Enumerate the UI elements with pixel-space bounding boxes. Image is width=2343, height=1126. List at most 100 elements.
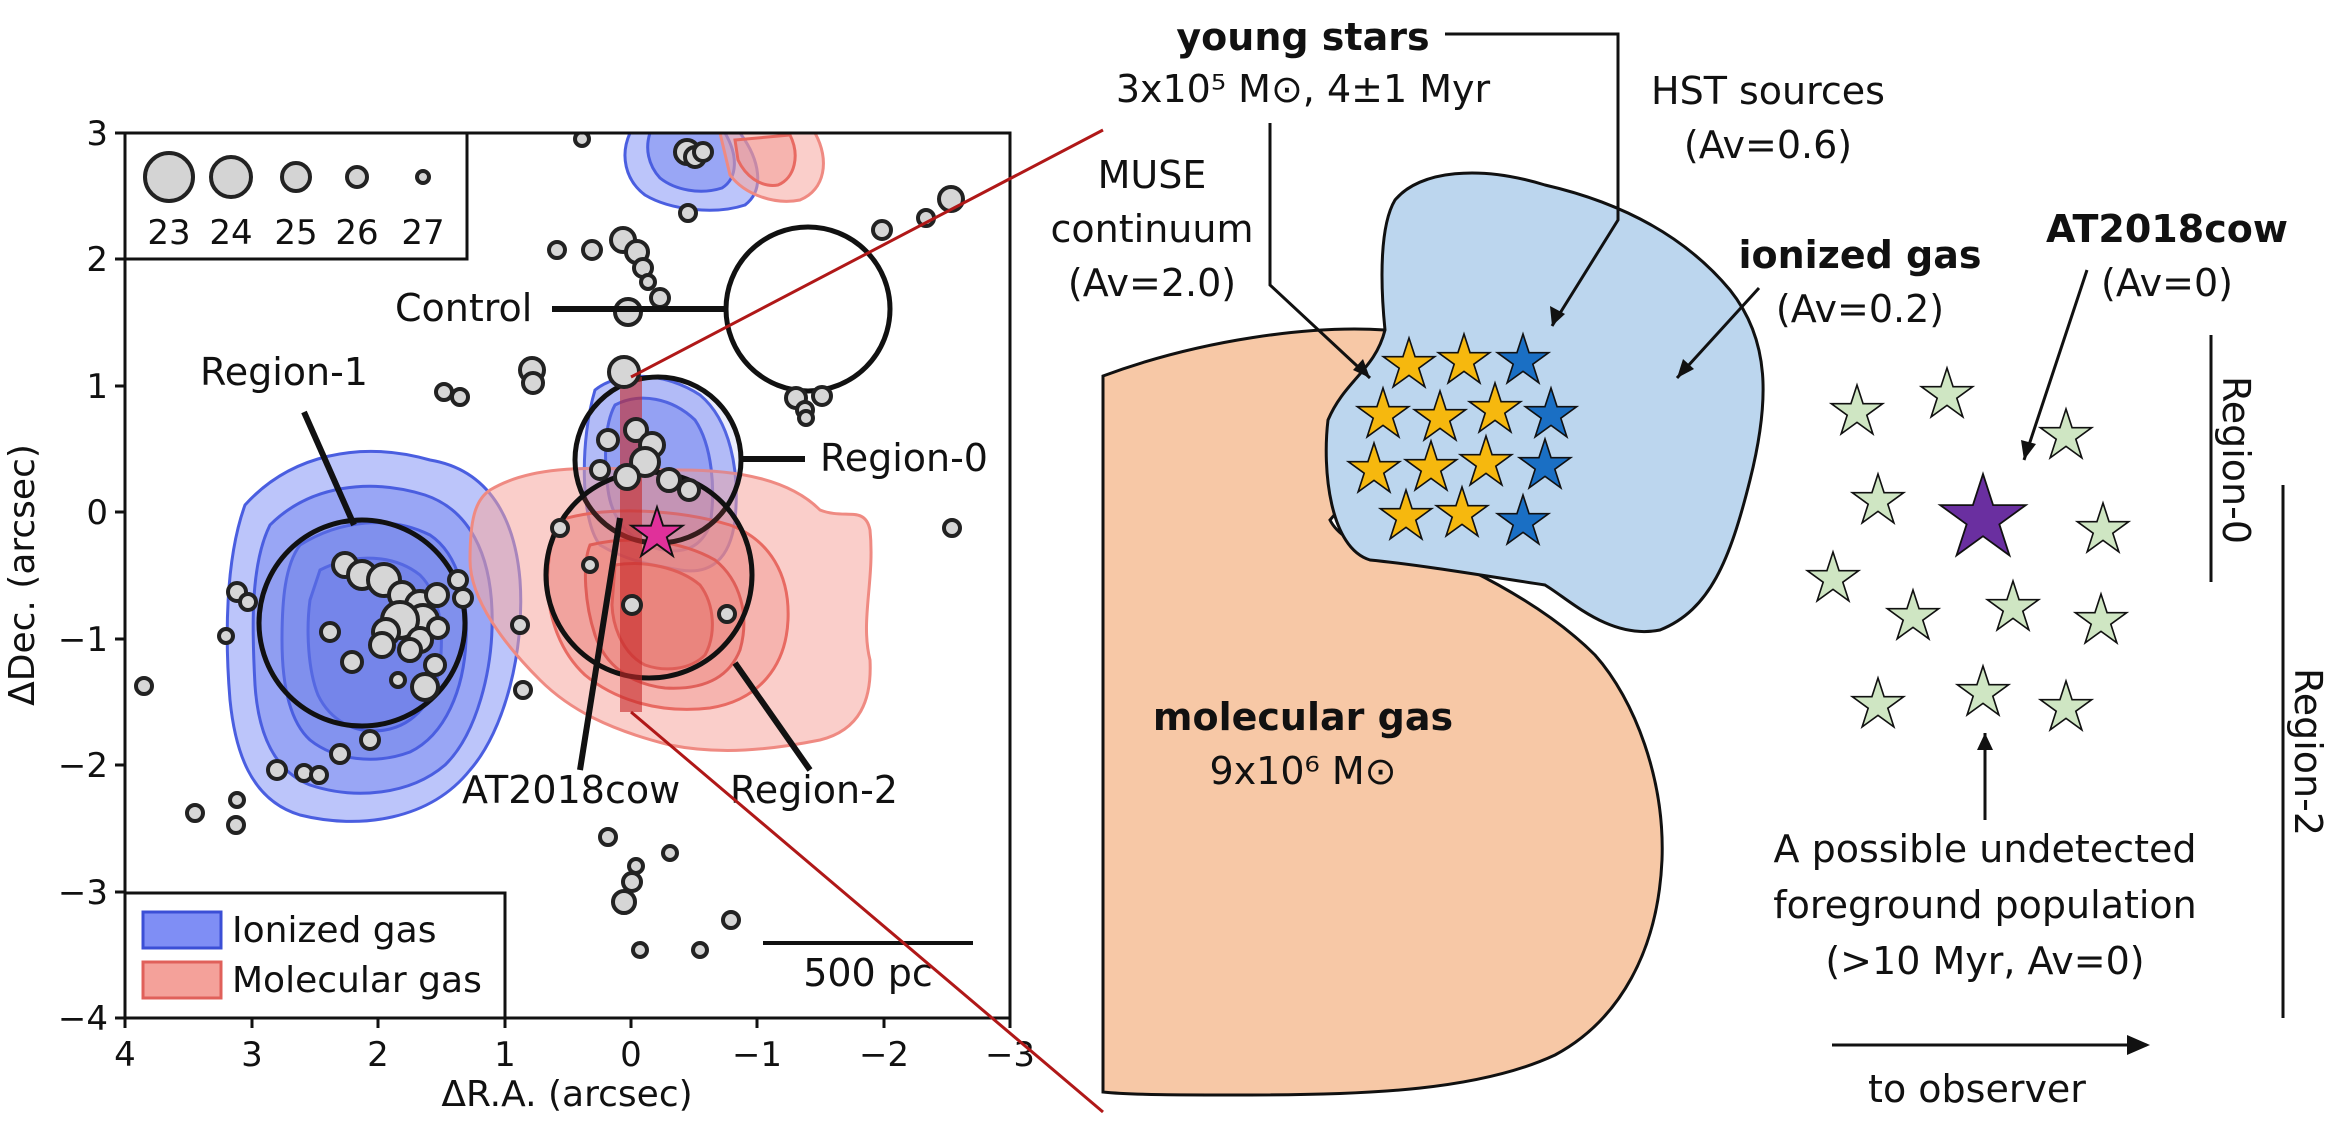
control-circle (723, 224, 893, 394)
hst-source (447, 569, 469, 591)
foreground-star (2040, 409, 2091, 458)
foreground-star (1921, 368, 1972, 417)
x-tick-label: 0 (620, 1035, 642, 1075)
hst-source (452, 587, 474, 609)
region2-circle (543, 469, 755, 681)
legend-ionized-label: Ionized gas (232, 910, 436, 951)
foreground-star (2040, 681, 2091, 730)
hst-source (226, 815, 246, 835)
y-tick-label: 2 (86, 240, 108, 280)
foreground-star (1807, 552, 1858, 601)
hst-source (397, 637, 423, 663)
hst-source (677, 478, 701, 502)
hst-source (319, 621, 341, 643)
at2018cow-purple-star (1940, 474, 2026, 555)
size-key-label-26: 26 (335, 213, 378, 253)
x-tick-label: −2 (859, 1035, 909, 1075)
hst-source (656, 467, 682, 493)
zoom-connectors (630, 128, 1104, 1114)
x-tick-label: 3 (241, 1035, 263, 1075)
foreground-star (1831, 385, 1882, 434)
x-axis-label: ΔR.A. (arcsec) (441, 1074, 692, 1115)
hst-source (426, 616, 450, 640)
muse-line3: (Av=2.0) (1068, 261, 1236, 305)
hst-sources (134, 133, 965, 959)
hst-source (661, 844, 679, 862)
molecular-gas-title: molecular gas (1153, 695, 1453, 739)
region0-vertical-label: Region-0 (2214, 376, 2258, 544)
hst-source (217, 627, 235, 645)
region-circles (256, 224, 893, 729)
foreground-line2: foreground population (1773, 883, 2197, 927)
hst-source (871, 219, 893, 241)
hst-source (238, 592, 258, 612)
hst-line1: HST sources (1651, 69, 1885, 113)
hst-source (550, 518, 570, 538)
hst-line2: (Av=0.6) (1684, 123, 1852, 167)
hst-source (309, 765, 329, 785)
right-panel: young stars 3x10⁵ M⊙, 4±1 Myr HST source… (1051, 15, 2330, 1111)
foreground-line1: A possible undetected (1774, 827, 2197, 871)
foreground-star (1887, 590, 1938, 639)
control-label: Control (395, 286, 532, 330)
x-tick-label: 4 (114, 1035, 136, 1075)
legend-ionized-swatch (141, 910, 223, 950)
hst-source (613, 463, 641, 491)
hst-source (573, 133, 591, 148)
scale-bar-label: 500 pc (803, 951, 933, 995)
hst-source (410, 672, 440, 702)
hst-source (942, 518, 962, 538)
foreground-star (2075, 594, 2126, 643)
region1-circle (256, 517, 468, 729)
hst-source (359, 729, 381, 751)
hst-source (649, 287, 671, 309)
hst-source (368, 631, 396, 659)
y-tick-label: 3 (86, 114, 108, 154)
hst-source (692, 141, 714, 163)
legend-molecular-swatch (141, 960, 223, 1000)
hst-source (266, 759, 288, 781)
hst-source (621, 871, 643, 893)
hst-source (598, 827, 618, 847)
region1-label: Region-1 (200, 350, 368, 394)
region0-label: Region-0 (820, 436, 988, 480)
hst-source (717, 604, 737, 624)
young-stars-title: young stars (1176, 15, 1429, 59)
annotation-lines (301, 306, 813, 772)
muse-line2: continuum (1051, 207, 1254, 251)
hst-source (596, 428, 620, 452)
hst-source (631, 941, 649, 959)
x-tick-label: −1 (732, 1035, 782, 1075)
hst-source (589, 459, 611, 481)
at2018cow-title: AT2018cow (2046, 207, 2288, 251)
hst-source (329, 743, 351, 765)
region2-vertical-label: Region-2 (2286, 668, 2330, 836)
hst-source (937, 185, 965, 213)
foreground-star (2077, 503, 2128, 552)
hst-source (510, 615, 530, 635)
to-observer-label: to observer (1868, 1067, 2086, 1111)
hst-source (424, 582, 450, 608)
ionized-gas-title: ionized gas (1739, 233, 1982, 277)
hst-source (811, 385, 833, 407)
hst-source (228, 791, 246, 809)
left-panel: 23 24 25 26 27 Ionized gas Molecular gas… (2, 114, 1035, 1115)
y-tick-label: −3 (58, 873, 108, 913)
legend-molecular-label: Molecular gas (232, 960, 482, 1001)
x-tick-label: 1 (494, 1035, 516, 1075)
foreground-star (1957, 666, 2008, 715)
hst-source (691, 941, 709, 959)
legend: Ionized gas Molecular gas (125, 891, 507, 1018)
hst-source (450, 387, 470, 407)
plot-area: 23 24 25 26 27 Ionized gas Molecular gas… (125, 133, 988, 1018)
foreground-star (1852, 678, 1903, 727)
hst-source (423, 653, 447, 677)
at2018cow-sub: (Av=0) (2101, 261, 2233, 305)
hst-source (434, 382, 454, 402)
muse-line1: MUSE (1098, 153, 1207, 197)
hst-source (621, 594, 643, 616)
ionized-gas-cloud (1324, 171, 1765, 634)
hst-source (185, 803, 205, 823)
